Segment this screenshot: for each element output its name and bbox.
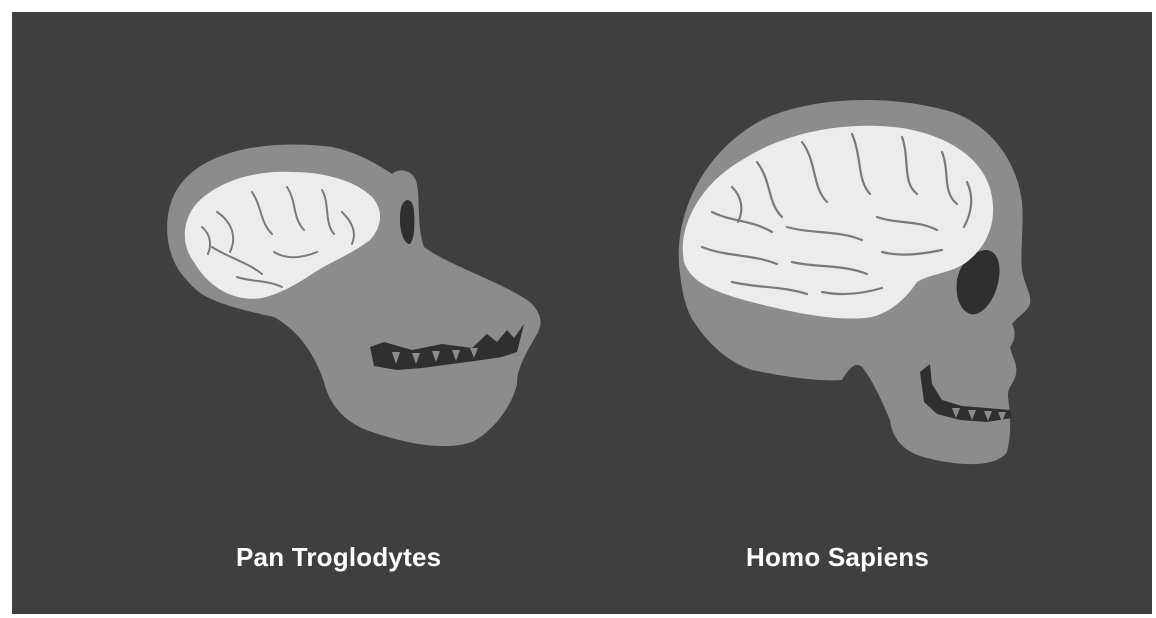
skull-comparison-figure [12, 12, 1152, 614]
chimpanzee-skull-group [167, 145, 540, 447]
diagram-canvas: Pan Troglodytes Homo Sapiens [12, 12, 1152, 614]
homo-sapiens-label: Homo Sapiens [746, 542, 929, 573]
human-skull-group [679, 100, 1031, 464]
pan-troglodytes-label: Pan Troglodytes [236, 542, 441, 573]
